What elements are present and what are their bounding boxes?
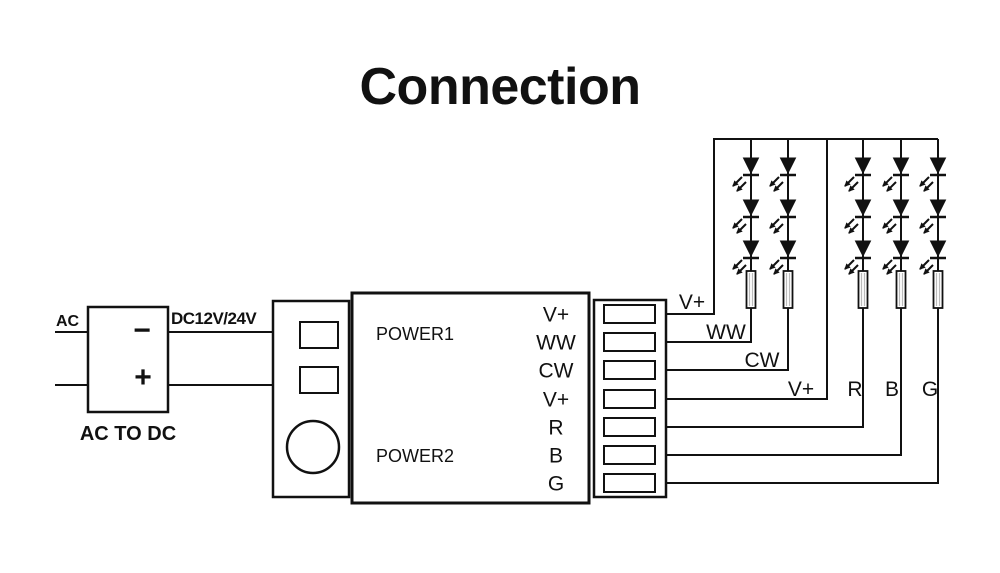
led-arrow-icon <box>882 218 893 229</box>
led-icon <box>769 157 797 192</box>
right-terminal-slots <box>603 304 656 493</box>
led-arrow-icon <box>923 264 934 275</box>
wire-label-v-plus-2: V+ <box>788 378 814 401</box>
wire-label-b: B <box>885 378 899 401</box>
led-arrow-icon <box>844 218 855 229</box>
led-arrow-icon <box>923 181 934 192</box>
terminal-label-3: V+ <box>543 389 569 412</box>
led-column-R <box>844 157 872 309</box>
knob-circle <box>285 419 341 475</box>
led-icon <box>882 199 910 234</box>
led-icon <box>732 157 760 192</box>
wire-g <box>666 139 939 484</box>
led-arrow-icon <box>773 223 784 234</box>
wire-v-plus-2 <box>666 139 828 400</box>
terminal-label-5: B <box>549 445 563 468</box>
terminal-label-6: G <box>548 473 564 496</box>
terminal-label-2: CW <box>539 360 574 383</box>
led-icon <box>769 240 797 275</box>
led-icon <box>769 199 797 234</box>
led-column-B <box>882 157 910 309</box>
led-arrow-icon <box>736 181 747 192</box>
led-icon <box>844 199 872 234</box>
led-arrow-icon <box>844 259 855 270</box>
wire-label-cw: CW <box>745 349 780 372</box>
terminal-slot <box>603 304 656 324</box>
led-icon <box>844 157 872 192</box>
terminal-slot <box>603 473 656 493</box>
led-icon <box>732 199 760 234</box>
led-arrow-icon <box>844 176 855 187</box>
led-arrow-icon <box>848 264 859 275</box>
terminal-labels: V+ WW CW V+ RBG <box>536 304 576 496</box>
led-arrow-icon <box>919 176 930 187</box>
dc-voltage-label: DC12V/24V <box>171 309 257 328</box>
diagram-title: Connection <box>360 58 641 116</box>
terminal-label-1: WW <box>536 332 576 355</box>
led-arrow-icon <box>919 218 930 229</box>
resistor-icon <box>782 270 794 309</box>
led-arrow-icon <box>773 264 784 275</box>
terminal-slot <box>603 417 656 437</box>
led-arrow-icon <box>886 264 897 275</box>
led-arrow-icon <box>848 181 859 192</box>
converter-caption: AC TO DC <box>80 423 176 445</box>
led-arrow-icon <box>919 259 930 270</box>
led-icon <box>919 199 947 234</box>
led-arrow-icon <box>732 218 743 229</box>
resistor-icon <box>745 270 757 309</box>
led-icon <box>732 240 760 275</box>
led-arrow-icon <box>769 218 780 229</box>
led-icon <box>844 240 872 275</box>
led-icon <box>919 157 947 192</box>
resistor-icon <box>857 270 869 309</box>
terminal-slot <box>603 445 656 465</box>
led-arrow-icon <box>736 223 747 234</box>
wire-label-g: G <box>922 378 938 401</box>
led-column-WW <box>732 157 760 309</box>
ac-label: AC <box>56 313 80 330</box>
terminal-label-0: V+ <box>543 304 569 327</box>
led-arrow-icon <box>886 223 897 234</box>
terminal-slot <box>299 321 339 349</box>
led-icon <box>882 157 910 192</box>
resistor-icon <box>895 270 907 309</box>
wire-label-ww: WW <box>706 321 746 344</box>
led-arrow-icon <box>732 259 743 270</box>
led-arrow-icon <box>882 176 893 187</box>
led-icon <box>882 240 910 275</box>
led-arrow-icon <box>773 181 784 192</box>
power1-label: POWER1 <box>376 324 454 344</box>
terminal-slot <box>299 366 339 394</box>
minus-terminal-label: − <box>133 314 151 347</box>
controller-body <box>350 291 591 505</box>
led-column-CW <box>769 157 797 309</box>
plus-terminal-label: + <box>134 361 152 394</box>
terminal-slot <box>603 389 656 409</box>
led-arrow-icon <box>769 259 780 270</box>
led-icon <box>919 240 947 275</box>
terminal-slot <box>603 360 656 380</box>
led-arrow-icon <box>736 264 747 275</box>
led-arrow-icon <box>923 223 934 234</box>
led-arrow-icon <box>882 259 893 270</box>
ac-dc-converter-box <box>86 305 170 414</box>
power2-label: POWER2 <box>376 446 454 466</box>
resistor-icon <box>932 270 944 309</box>
wire-r <box>666 139 864 428</box>
led-array <box>732 157 947 309</box>
wire-label-v-plus-1: V+ <box>679 291 705 314</box>
terminal-label-4: R <box>548 417 563 440</box>
led-arrow-icon <box>848 223 859 234</box>
led-arrow-icon <box>732 176 743 187</box>
led-arrow-icon <box>886 181 897 192</box>
terminal-slot <box>603 332 656 352</box>
led-arrow-icon <box>769 176 780 187</box>
wire-label-r: R <box>847 378 862 401</box>
led-column-G <box>919 157 947 309</box>
